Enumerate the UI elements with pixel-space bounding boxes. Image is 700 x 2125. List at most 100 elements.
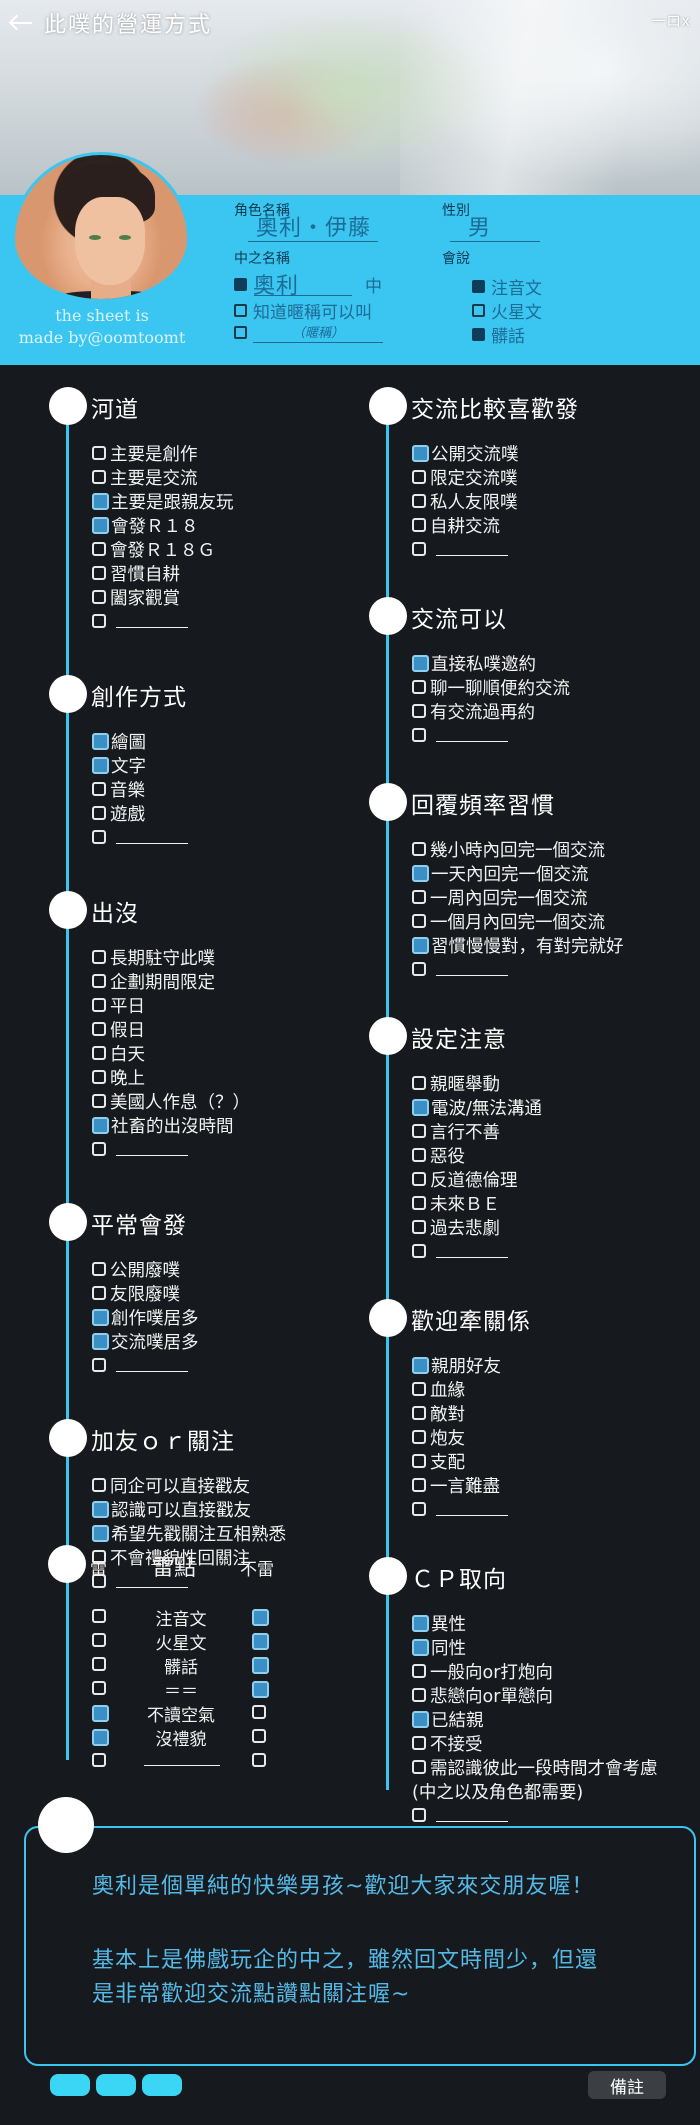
checkbox-checked[interactable] [92, 732, 109, 750]
checkbox-item[interactable]: 遊戲 [92, 801, 188, 825]
checkbox-unchecked[interactable] [92, 446, 106, 460]
blank-field[interactable] [436, 962, 508, 976]
checkbox-checked[interactable] [412, 864, 429, 882]
checkbox-checked[interactable] [92, 492, 109, 510]
checkbox-item[interactable] [92, 825, 188, 849]
checkbox-item[interactable]: 血緣 [412, 1377, 508, 1401]
checkbox-item[interactable]: 私人友限噗 [412, 489, 519, 513]
checkbox-item[interactable]: 主要是交流 [92, 465, 234, 489]
remark-button[interactable]: 備註 [588, 2071, 666, 2099]
checkbox-unchecked[interactable] [92, 1262, 106, 1276]
checkbox-unchecked[interactable] [412, 962, 426, 976]
checkbox-unchecked[interactable] [412, 842, 426, 856]
not-thunder-checkbox[interactable] [252, 1633, 269, 1650]
checkbox-item[interactable]: 一周內回完一個交流 [412, 885, 624, 909]
checkbox-item[interactable]: 敵對 [412, 1401, 508, 1425]
checkbox-item[interactable]: 創作噗居多 [92, 1305, 199, 1329]
blank-field[interactable] [436, 728, 508, 742]
checkbox-unchecked[interactable] [92, 542, 106, 556]
blank-field[interactable] [436, 1244, 508, 1258]
not-thunder-checkbox[interactable] [252, 1729, 266, 1743]
thunder-blank-field[interactable] [144, 1752, 220, 1766]
checkbox-unchecked[interactable] [92, 1574, 106, 1588]
checkbox-unchecked[interactable] [412, 542, 426, 556]
window-controls[interactable]: ーロx [651, 12, 690, 30]
checkbox-item[interactable]: 美國人作息（？） [92, 1089, 250, 1113]
checkbox-item[interactable]: 長期駐守此噗 [92, 945, 250, 969]
checkbox-unchecked[interactable] [92, 1022, 106, 1036]
thunder-checkbox[interactable] [92, 1729, 109, 1746]
checkbox-item[interactable]: 同企可以直接戳友 [92, 1473, 286, 1497]
checkbox-unchecked[interactable] [412, 494, 426, 508]
checkbox-unchecked[interactable] [412, 1688, 426, 1702]
thunder-checkbox[interactable] [92, 1609, 106, 1623]
not-thunder-checkbox[interactable] [252, 1681, 269, 1698]
checkbox-item[interactable]: 電波/無法溝通 [412, 1095, 542, 1119]
checkbox-item[interactable] [92, 1137, 250, 1161]
checkbox-item[interactable]: 會發Ｒ１８ [92, 513, 234, 537]
checkbox-item[interactable]: 主要是創作 [92, 441, 234, 465]
checkbox-unchecked[interactable] [412, 1406, 426, 1420]
checkbox-item[interactable]: 友限廢噗 [92, 1281, 199, 1305]
checkbox-item[interactable]: 一般向or打炮向 [412, 1659, 658, 1683]
checkbox-unchecked[interactable] [412, 704, 426, 718]
checkbox-unchecked[interactable] [412, 518, 426, 532]
checkbox-checked[interactable] [412, 1098, 429, 1116]
checkbox-item[interactable] [92, 609, 234, 633]
checkbox-checked[interactable] [92, 756, 109, 774]
checkbox-checked[interactable] [92, 1116, 109, 1134]
checkbox-item[interactable]: 主要是跟親友玩 [92, 489, 234, 513]
checkbox-unchecked[interactable] [92, 1550, 106, 1564]
blank-field[interactable] [436, 1502, 508, 1516]
checkbox-item[interactable]: 已結親 [412, 1707, 658, 1731]
checkbox-item[interactable]: 繪圖 [92, 729, 188, 753]
checkbox-unchecked[interactable] [412, 890, 426, 904]
checkbox-item[interactable]: 需認識彼此一段時間才會考慮 [412, 1755, 658, 1779]
checkbox-unchecked[interactable] [412, 1664, 426, 1678]
checkbox-item[interactable]: 一天內回完一個交流 [412, 861, 624, 885]
checkbox-unchecked[interactable] [412, 1382, 426, 1396]
checkbox-item[interactable]: 習慣慢慢對，有對完就好 [412, 933, 624, 957]
checkbox-unchecked[interactable] [92, 998, 106, 1012]
checkbox-item[interactable]: 假日 [92, 1017, 250, 1041]
checkbox-checked[interactable] [412, 444, 429, 462]
not-thunder-checkbox[interactable] [252, 1753, 266, 1767]
checkbox-checked[interactable] [92, 516, 109, 534]
checkbox-unchecked[interactable] [92, 830, 106, 844]
checkbox-unchecked[interactable] [412, 1124, 426, 1138]
checkbox-unchecked[interactable] [412, 1430, 426, 1444]
checkbox-checked[interactable] [92, 1524, 109, 1542]
checkbox-unchecked[interactable] [92, 974, 106, 988]
checkbox-checked[interactable] [412, 936, 429, 954]
blank-field[interactable] [116, 830, 188, 844]
checkbox-unchecked[interactable] [92, 806, 106, 820]
checkbox-item[interactable] [412, 1239, 542, 1263]
checkbox-item[interactable] [412, 1803, 658, 1827]
checkbox-item[interactable]: 聊一聊順便約交流 [412, 675, 570, 699]
language-checkbox[interactable] [472, 328, 485, 341]
checkbox-unchecked[interactable] [412, 1172, 426, 1186]
page-pill-3[interactable] [142, 2074, 182, 2096]
nickname-blank-checkbox[interactable] [234, 326, 247, 339]
blank-field[interactable] [116, 1574, 188, 1588]
checkbox-item[interactable]: 自耕交流 [412, 513, 519, 537]
checkbox-item[interactable]: 異性 [412, 1611, 658, 1635]
checkbox-unchecked[interactable] [412, 1760, 426, 1774]
checkbox-unchecked[interactable] [412, 1220, 426, 1234]
thunder-checkbox[interactable] [92, 1753, 106, 1767]
blank-field[interactable] [436, 542, 508, 556]
checkbox-checked[interactable] [92, 1308, 109, 1326]
checkbox-item[interactable]: 直接私噗邀約 [412, 651, 570, 675]
checkbox-item[interactable]: 一言難盡 [412, 1473, 508, 1497]
thunder-checkbox[interactable] [92, 1633, 106, 1647]
checkbox-checked[interactable] [412, 1710, 429, 1728]
checkbox-unchecked[interactable] [92, 470, 106, 484]
checkbox-item[interactable]: 惡役 [412, 1143, 542, 1167]
checkbox-unchecked[interactable] [412, 1736, 426, 1750]
checkbox-checked[interactable] [92, 1332, 109, 1350]
checkbox-unchecked[interactable] [92, 1094, 106, 1108]
checkbox-item[interactable]: 文字 [92, 753, 188, 777]
checkbox-item[interactable]: 炮友 [412, 1425, 508, 1449]
checkbox-item[interactable] [412, 537, 519, 561]
language-option[interactable]: 髒話 [472, 322, 525, 347]
